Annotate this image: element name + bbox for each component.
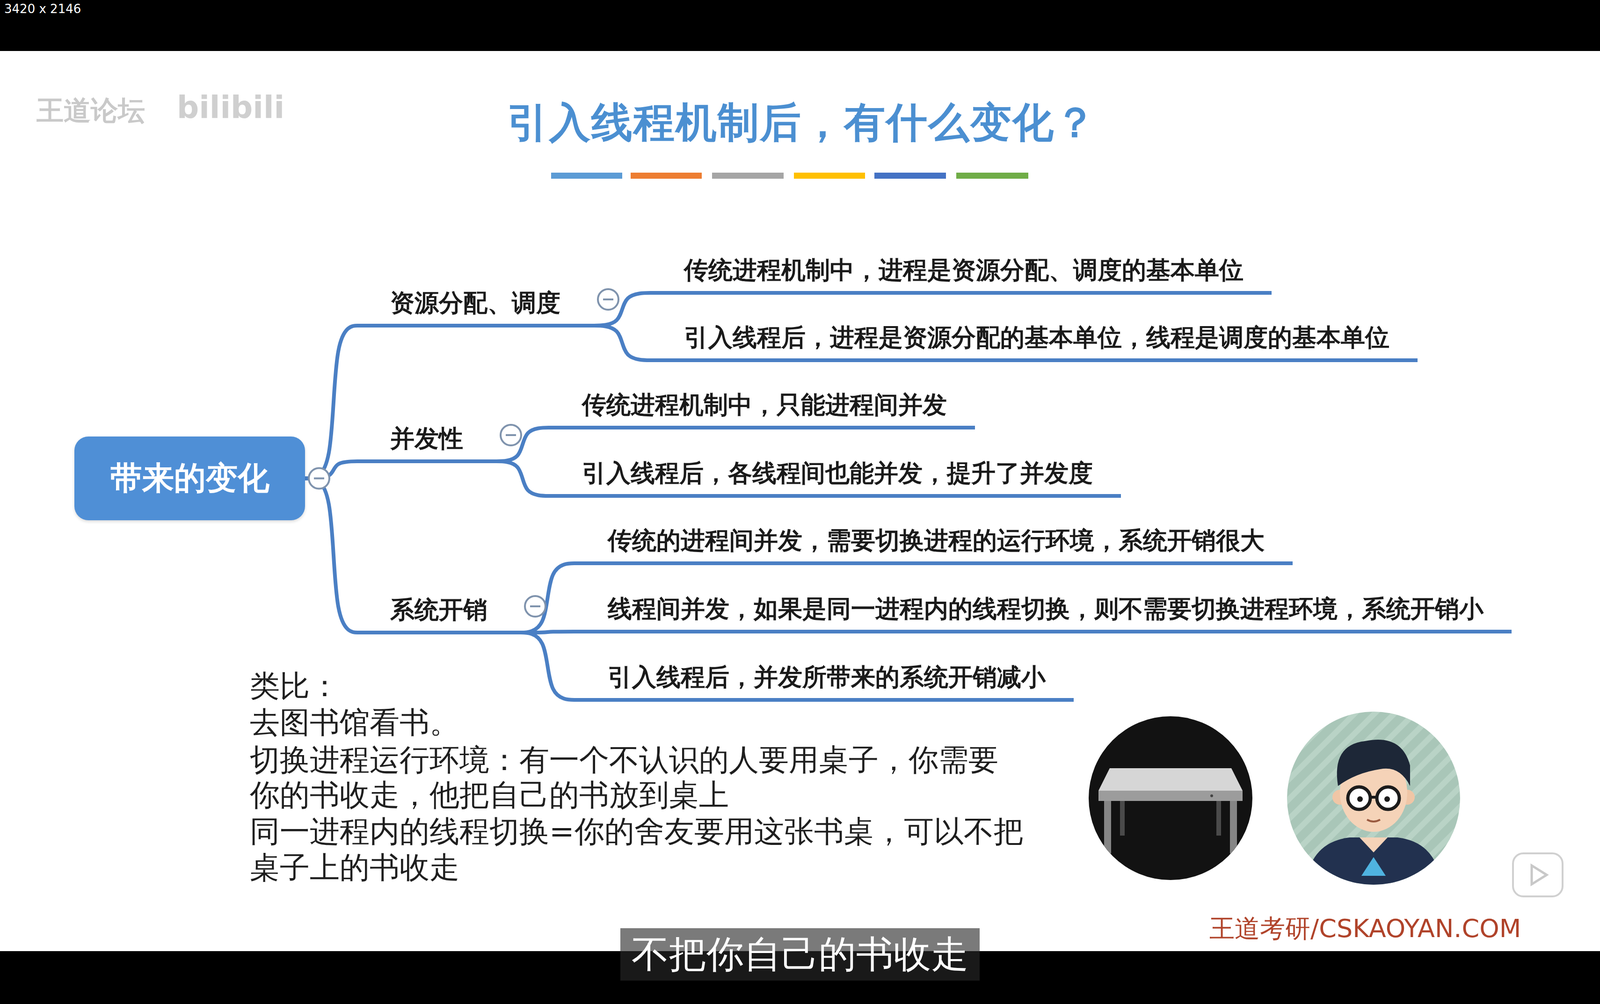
collapse-circle [500, 424, 522, 446]
branch-topic: 资源分配、调度 [362, 287, 589, 328]
avatar-circle [1287, 711, 1461, 885]
play-triangle [1531, 865, 1547, 885]
avatar-mouth [1367, 819, 1381, 822]
color-bar [956, 172, 1029, 179]
title-color-bars [551, 172, 1029, 179]
brand-watermark: 王道考研/CSKAOYAN.COM [1209, 913, 1521, 945]
play-button [1512, 853, 1563, 897]
topic-text: 引入线程后，进程是资源分配的基本单位，线程是调度的基本单位 [683, 321, 1390, 353]
collapse-icon [524, 596, 546, 617]
branch-topic: 并发性 [362, 422, 492, 464]
collapse-minus [505, 434, 517, 437]
leaf-topic: 传统进程机制中，只能进程间并发 [553, 389, 975, 430]
collapse-circle [524, 596, 546, 617]
analogy-note: 你的书收走，他把自己的书放到桌上 [249, 776, 729, 814]
analogy-note: 同一进程内的线程切换=你的舍友要用这张书桌，可以不把 [249, 813, 1024, 850]
avatar-body [1305, 837, 1442, 887]
collapse-minus [530, 605, 541, 608]
video-subtitle: 不把你自己的书收走 [620, 928, 980, 981]
topic-text: 传统的进程间并发，需要切换进程的运行环境，系统开销很大 [607, 524, 1265, 556]
slide-title: 引入线程机制后，有什么变化？ [507, 96, 1097, 149]
mindmap-branch-line [491, 461, 554, 496]
topic-text: 系统开销 [390, 594, 488, 626]
branch-topic: 系统开销 [362, 594, 516, 635]
leaf-topic: 引入线程后，各线程间也能并发，提升了并发度 [553, 457, 1121, 498]
collapse-minus [603, 298, 614, 301]
leaf-topic: 线程间并发，如果是同一进程内的线程切换，则不需要切换进程环境，系统开销小 [579, 593, 1512, 634]
desk-illustration [1088, 716, 1253, 880]
collapse-circle [308, 468, 330, 489]
avatar-neck [1359, 837, 1388, 853]
desk-top [1098, 768, 1243, 791]
analogy-note: 桌子上的书收走 [249, 849, 460, 886]
student-illustration [1287, 711, 1461, 887]
avatar-eye [1384, 796, 1390, 802]
desk-leg [1229, 800, 1237, 854]
analogy-note: 类比： [249, 667, 340, 705]
desk-knob [1210, 794, 1214, 798]
topic-text: 传统进程机制中，只能进程间并发 [581, 389, 947, 421]
color-bar [712, 172, 784, 179]
watermark: 王道论坛 [36, 93, 146, 128]
mindmap-branch-line [515, 632, 580, 700]
screenshot-size: 3420 x 2146 [4, 0, 81, 17]
color-bar [793, 172, 866, 179]
analogy-note: 切换进程运行环境：有一个不认识的人要用桌子，你需要 [249, 741, 999, 779]
leaf-topic: 引入线程后，进程是资源分配的基本单位，线程是调度的基本单位 [655, 321, 1418, 363]
avatar-glasses [1370, 795, 1377, 799]
topic-text: 线程间并发，如果是同一进程内的线程切换，则不需要切换进程环境，系统开销小 [607, 593, 1484, 625]
leaf-topic: 传统的进程间并发，需要切换进程的运行环境，系统开销很大 [579, 524, 1293, 566]
leaf-topic: 引入线程后，并发所带来的系统开销减小 [579, 661, 1074, 702]
collapse-icon [597, 289, 619, 310]
desk-circle [1088, 716, 1253, 880]
topic-text: 引入线程后，并发所带来的系统开销减小 [607, 661, 1046, 693]
topic-text: 带来的变化 [110, 457, 270, 500]
desk-edge [1098, 790, 1243, 801]
collapse-icon [500, 424, 522, 446]
mindmap-branch-line [515, 563, 580, 633]
mindmap-branch-line [588, 325, 656, 361]
collapse-circle [597, 289, 619, 310]
color-bar [630, 172, 702, 179]
color-bar [874, 172, 946, 179]
play-icon [1512, 853, 1563, 897]
topic-text: 并发性 [390, 422, 464, 454]
collapse-icon [308, 468, 330, 489]
video-top-bar [0, 0, 1600, 51]
avatar-glasses [1347, 786, 1371, 810]
collapse-minus [313, 477, 325, 480]
topic-text: 资源分配、调度 [390, 287, 561, 319]
watermark: bilibili [176, 88, 285, 127]
mindmap-branch-line [305, 478, 363, 633]
desk-leg [1104, 800, 1112, 854]
topic-text: 引入线程后，各线程间也能并发，提升了并发度 [581, 457, 1093, 489]
leaf-topic: 传统进程机制中，进程是资源分配、调度的基本单位 [655, 254, 1272, 295]
avatar-logo [1361, 857, 1386, 876]
avatar-eye [1357, 796, 1363, 802]
mindmap-branch-line [305, 325, 363, 479]
topic-text: 传统进程机制中，进程是资源分配、调度的基本单位 [683, 254, 1244, 286]
avatar-hair [1337, 739, 1411, 786]
avatar-glasses [1376, 786, 1400, 810]
color-bar [551, 172, 623, 179]
root-topic-box: 带来的变化 [74, 436, 306, 521]
analogy-note: 去图书馆看书。 [249, 704, 460, 741]
